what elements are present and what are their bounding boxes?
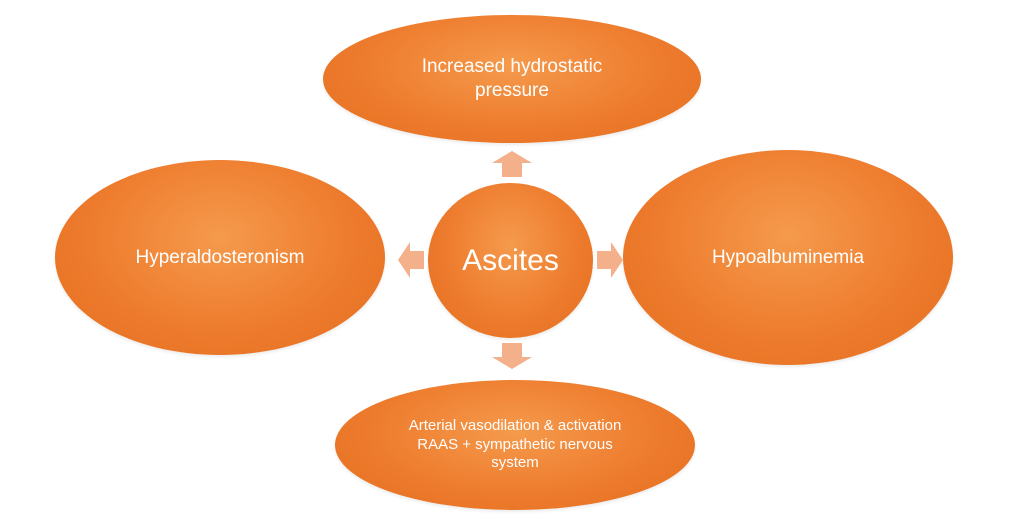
node-label: Increased hydrostatic pressure: [421, 56, 603, 101]
arrow-up-icon: [492, 151, 532, 177]
node-label: Hyperaldosteronism: [135, 246, 305, 268]
node-arterial-vasodilation: Arterial vasodilation & activation RAAS …: [335, 380, 695, 510]
node-label: Hypoalbuminemia: [711, 246, 865, 268]
node-label: Arterial vasodilation & activation RAAS …: [408, 416, 622, 472]
node-hyperaldosteronism: Hyperaldosteronism: [55, 160, 385, 355]
arrow-left-icon: [398, 242, 424, 278]
node-increased-hydrostatic-pressure: Increased hydrostatic pressure: [323, 15, 701, 143]
arrow-down-icon: [492, 343, 532, 369]
node-hypoalbuminemia: Hypoalbuminemia: [623, 150, 953, 365]
arrow-right-icon: [597, 242, 623, 278]
node-ascites-center: Ascites: [428, 183, 593, 338]
node-label: Ascites: [462, 243, 559, 277]
